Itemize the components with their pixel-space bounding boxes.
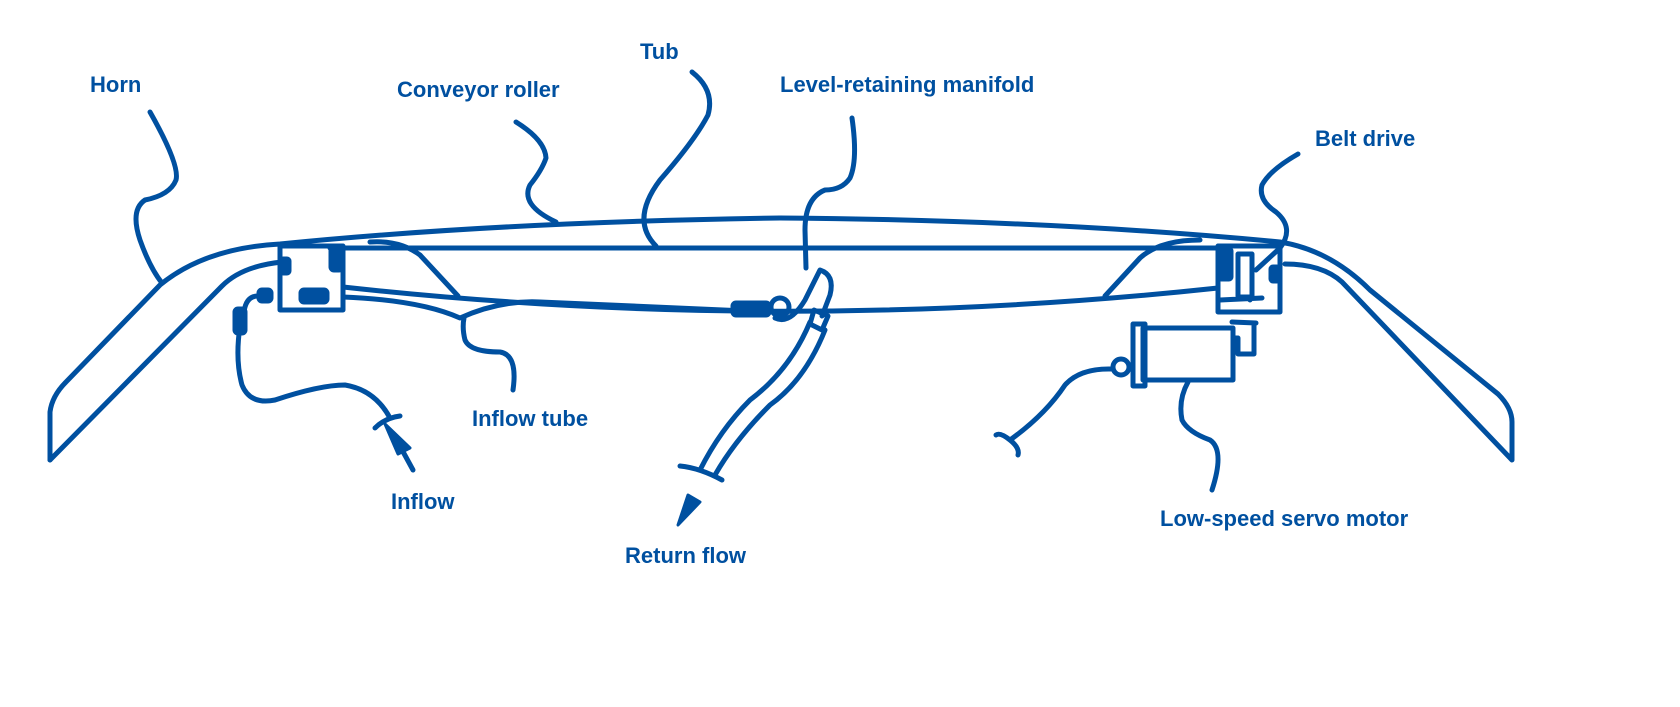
servo-motor-body: [1140, 325, 1236, 383]
label-horn: Horn: [90, 72, 142, 97]
left-horn-inner: [47, 259, 285, 463]
manifold-fitting: [730, 300, 772, 318]
motor-cable: [993, 366, 1115, 458]
label-inflow: Inflow: [391, 489, 455, 514]
tub-bottom-edge: [340, 284, 1221, 314]
label-conveyor-roller: Conveyor roller: [397, 77, 560, 102]
leader-tub: [641, 69, 713, 249]
label-tub: Tub: [640, 39, 679, 64]
label-return-flow: Return flow: [625, 543, 746, 568]
manifold-clip: [807, 307, 831, 333]
leader-conveyor-roller: [513, 119, 559, 225]
tub-left-inner: [367, 239, 461, 299]
servo-motor-knob: [1110, 356, 1132, 378]
label-belt-drive: Belt drive: [1315, 126, 1416, 151]
inflow-hose: [235, 293, 393, 421]
return-hose-b: [712, 327, 828, 478]
leader-inflow-tube: [460, 315, 517, 393]
roller-cap-left: [278, 256, 292, 276]
leader-belt-drive: [1253, 151, 1301, 273]
label-servo-motor: Low-speed servo motor: [1160, 506, 1409, 531]
return-break: [677, 463, 725, 483]
servo-motor-flange: [1130, 321, 1148, 389]
leader-manifold: [802, 115, 858, 271]
left-roller-box: [277, 243, 346, 313]
return-arrowhead-icon: [676, 493, 702, 527]
leader-servo-motor: [1178, 379, 1221, 493]
leader-horn: [133, 109, 179, 286]
roller-cap: [328, 243, 345, 273]
inflow-break: [372, 413, 403, 431]
drive-block: [1216, 246, 1234, 282]
manifold-ring: [768, 295, 792, 319]
tube-fitting: [298, 287, 330, 305]
label-inflow-tube: Inflow tube: [472, 406, 589, 431]
inflow-arrowhead-icon: [383, 422, 412, 456]
manifold-loop: [772, 267, 834, 322]
drive-cap: [1268, 264, 1282, 284]
return-hose-a: [697, 319, 813, 473]
tub-right-inner: [1102, 237, 1203, 299]
belt: [1217, 251, 1265, 303]
left-horn: [47, 215, 1515, 463]
hose-fitting: [232, 306, 248, 336]
motor-pulley: [1229, 319, 1259, 357]
inflow-tube-line: [340, 294, 773, 321]
label-manifold: Level-retaining manifold: [780, 72, 1035, 97]
